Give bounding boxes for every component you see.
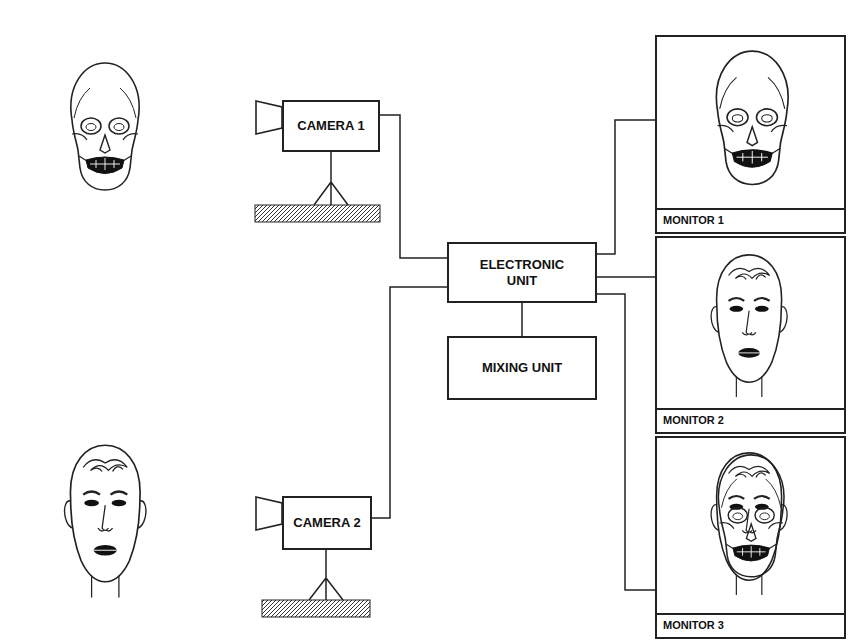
monitor-mixed-face-image	[711, 453, 787, 595]
box-label: CAMERA 2	[293, 515, 360, 531]
monitor-label-band: MONITOR 3	[657, 613, 844, 637]
signal-cable	[380, 115, 447, 258]
monitor-label: MONITOR 2	[663, 414, 724, 427]
camera-box: CAMERA 1	[282, 100, 380, 152]
monitor-label: MONITOR 1	[663, 214, 724, 227]
face-drawing	[65, 445, 146, 597]
box-label: MIXING UNIT	[482, 360, 562, 376]
monitor-label: MONITOR 3	[663, 619, 724, 632]
box-label: ELECTRONIC UNIT	[470, 257, 574, 288]
signal-cable	[372, 287, 447, 518]
electronic-unit-box: ELECTRONIC UNIT	[447, 242, 597, 303]
camera-1-drawing	[255, 101, 380, 222]
monitor-screen: MONITOR 3	[655, 436, 846, 639]
monitor-face-image	[711, 255, 787, 397]
box-label: CAMERA 1	[297, 118, 364, 134]
mixing-unit-box: MIXING UNIT	[447, 336, 597, 400]
signal-cable	[521, 303, 523, 336]
monitor-mixed-skull-image	[718, 455, 784, 577]
monitor-screen: MONITOR 2	[655, 236, 846, 434]
signal-cable	[597, 120, 655, 254]
monitor-label-band: MONITOR 1	[657, 208, 844, 232]
camera-box: CAMERA 2	[282, 496, 372, 550]
monitor-skull-image	[716, 51, 788, 184]
skull-drawing	[71, 63, 139, 190]
monitor-label-band: MONITOR 2	[657, 408, 844, 432]
signal-cable	[597, 294, 655, 590]
signal-cable	[597, 276, 655, 278]
monitor-screen: MONITOR 1	[655, 35, 846, 234]
